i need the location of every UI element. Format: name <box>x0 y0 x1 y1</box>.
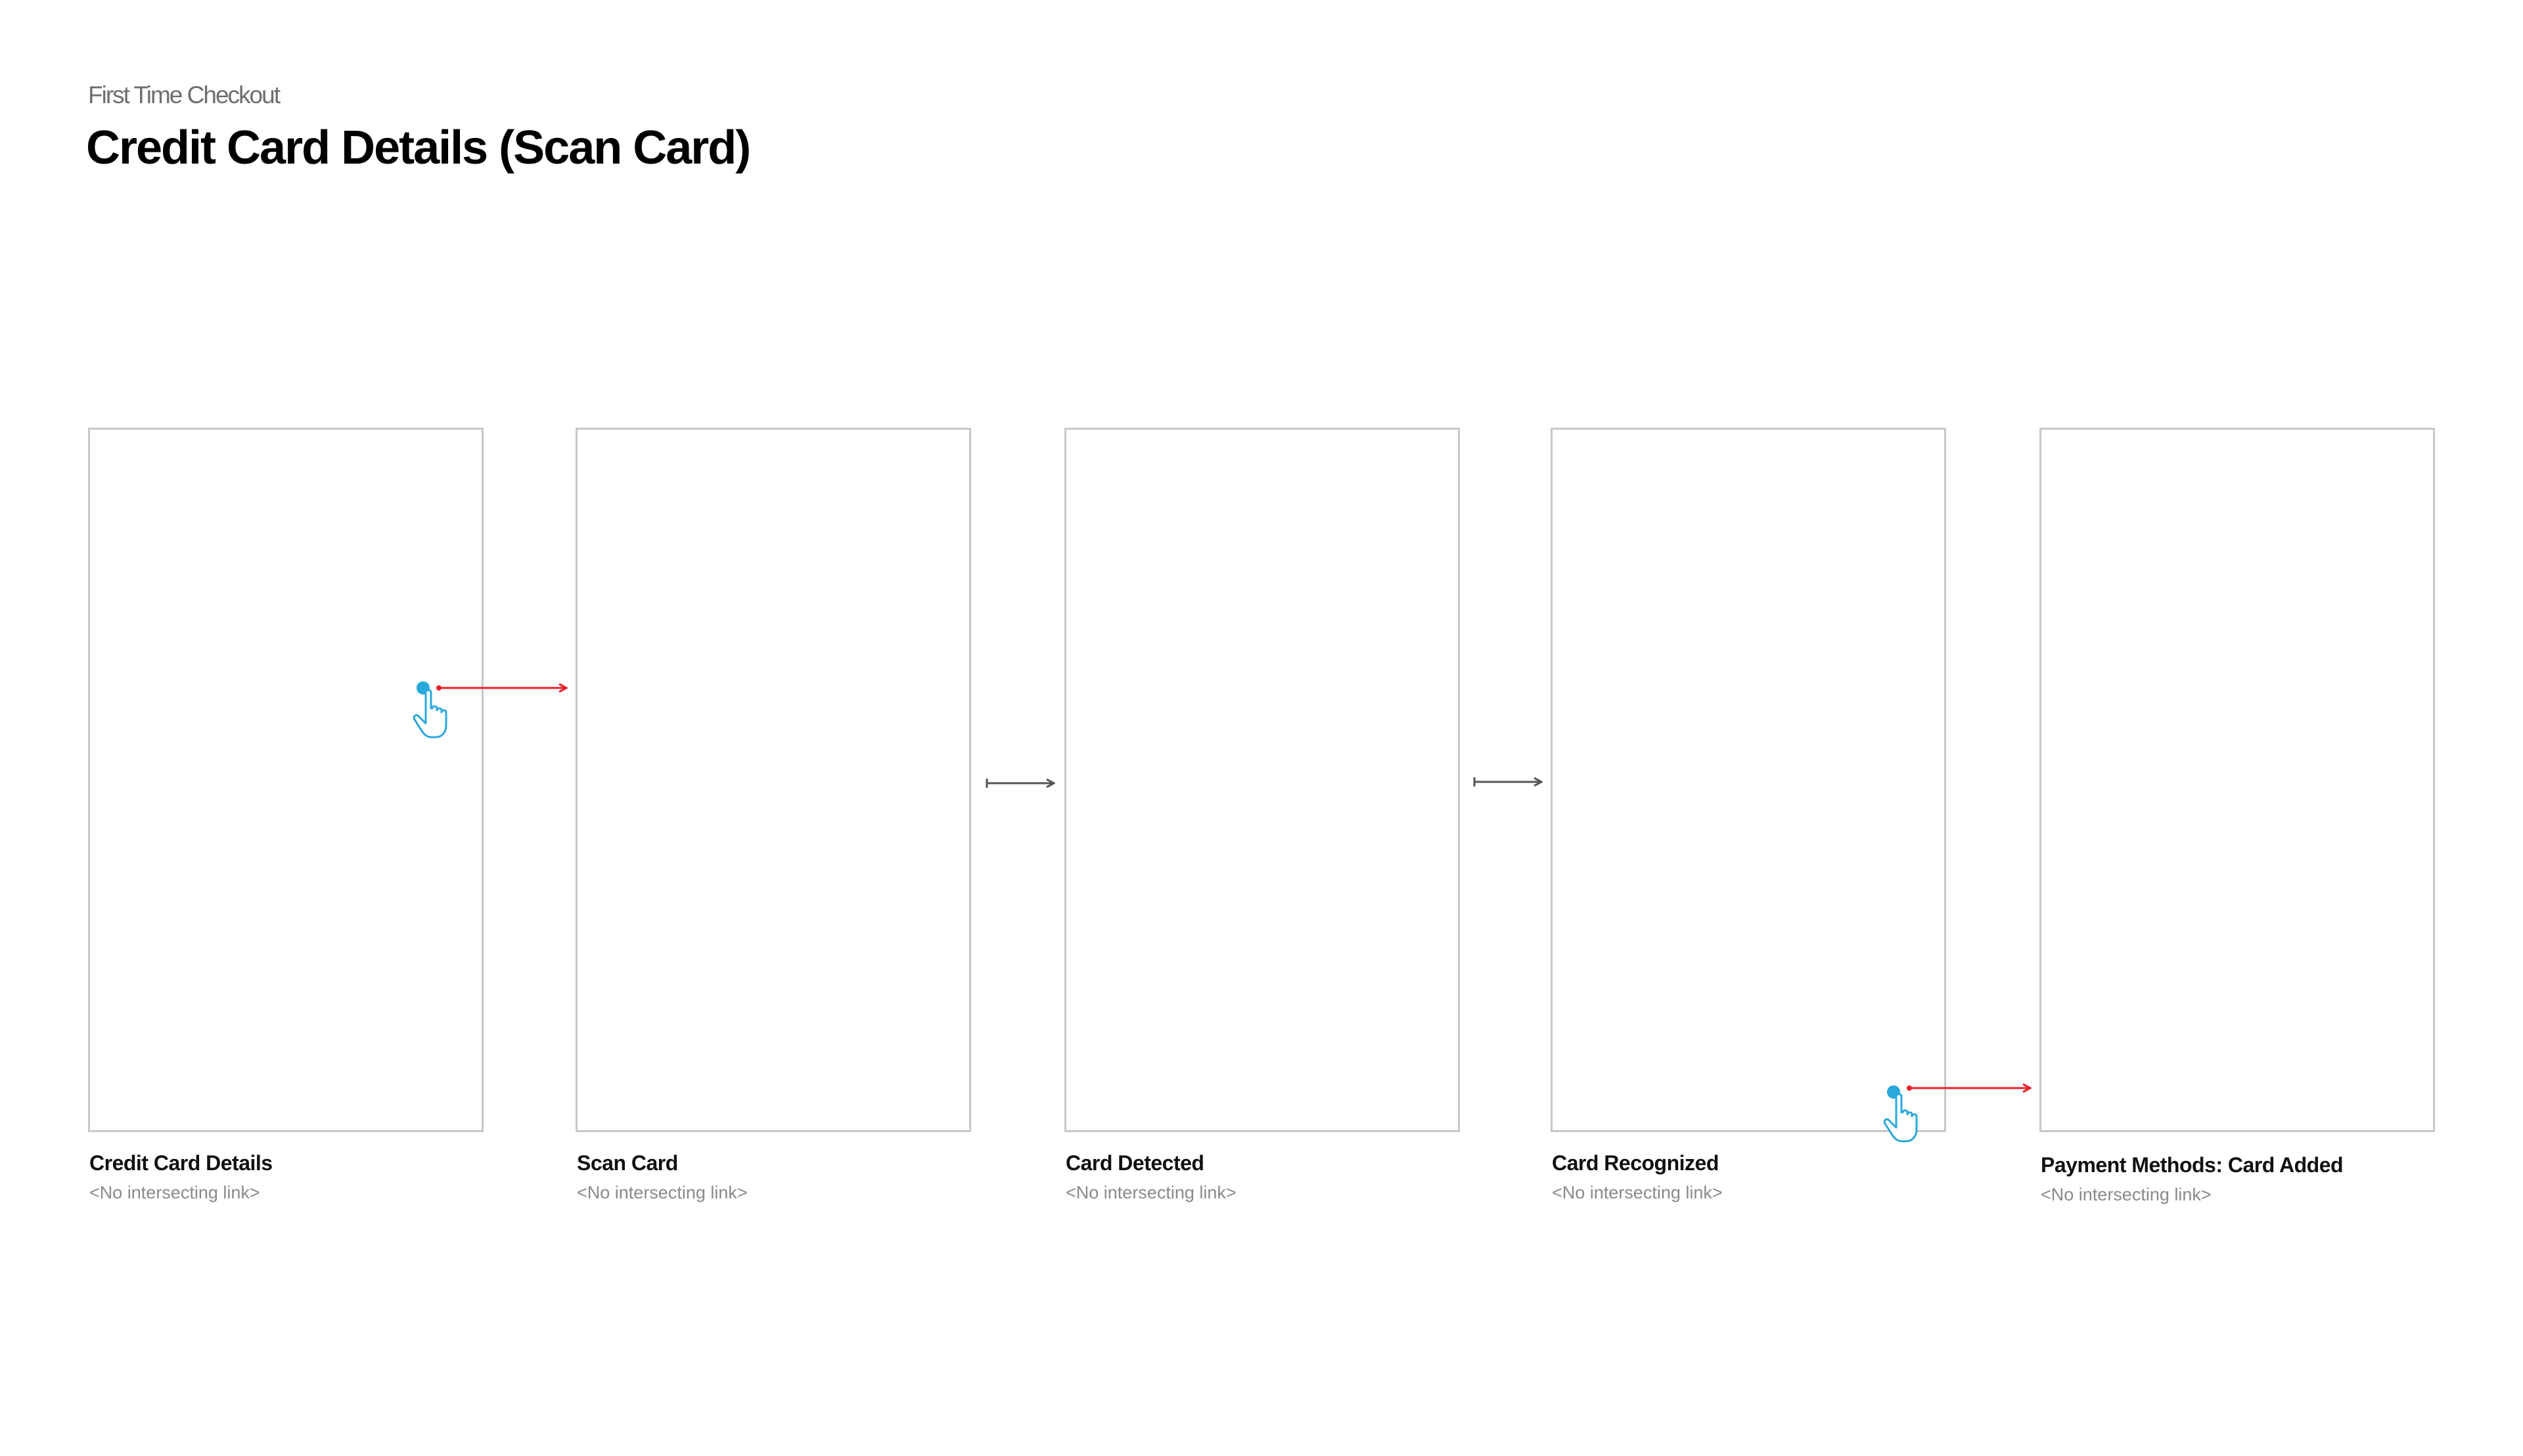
page-title: Credit Card Details (Scan Card) <box>86 122 751 174</box>
screen-frame-card-recognized[interactable] <box>1551 428 1946 1132</box>
link-scan-card-to-card-detected <box>986 779 1054 788</box>
screen-label-card-recognized: Card Recognized <box>1552 1151 1719 1175</box>
screen-sublabel-card-recognized: <No intersecting link> <box>1552 1183 1723 1202</box>
link-card-recognized-to-payment-methods <box>1883 1085 2030 1143</box>
hand-pointer-icon <box>413 689 447 739</box>
screen-label-scan-card: Scan Card <box>577 1151 678 1175</box>
screen-frame-credit-card-details[interactable] <box>88 428 484 1132</box>
hand-pointer-icon <box>1883 1093 1918 1143</box>
screen-sublabel-payment-methods-card-added: <No intersecting link> <box>2041 1185 2212 1204</box>
screen-label-credit-card-details: Credit Card Details <box>89 1151 273 1175</box>
screen-label-payment-methods-card-added: Payment Methods: Card Added <box>2041 1153 2344 1177</box>
screen-frame-payment-methods-card-added[interactable] <box>2039 428 2435 1132</box>
page-supertitle: First Time Checkout <box>88 81 281 108</box>
screen-sublabel-credit-card-details: <No intersecting link> <box>89 1183 260 1202</box>
screen-frame-card-detected[interactable] <box>1064 428 1460 1132</box>
link-card-detected-to-card-recognized <box>1473 777 1541 786</box>
screen-sublabel-scan-card: <No intersecting link> <box>577 1183 748 1202</box>
link-credit-card-details-to-scan-card <box>413 681 566 739</box>
screen-sublabel-card-detected: <No intersecting link> <box>1066 1183 1237 1202</box>
screen-frame-scan-card[interactable] <box>576 428 971 1132</box>
screen-label-card-detected: Card Detected <box>1066 1151 1204 1175</box>
